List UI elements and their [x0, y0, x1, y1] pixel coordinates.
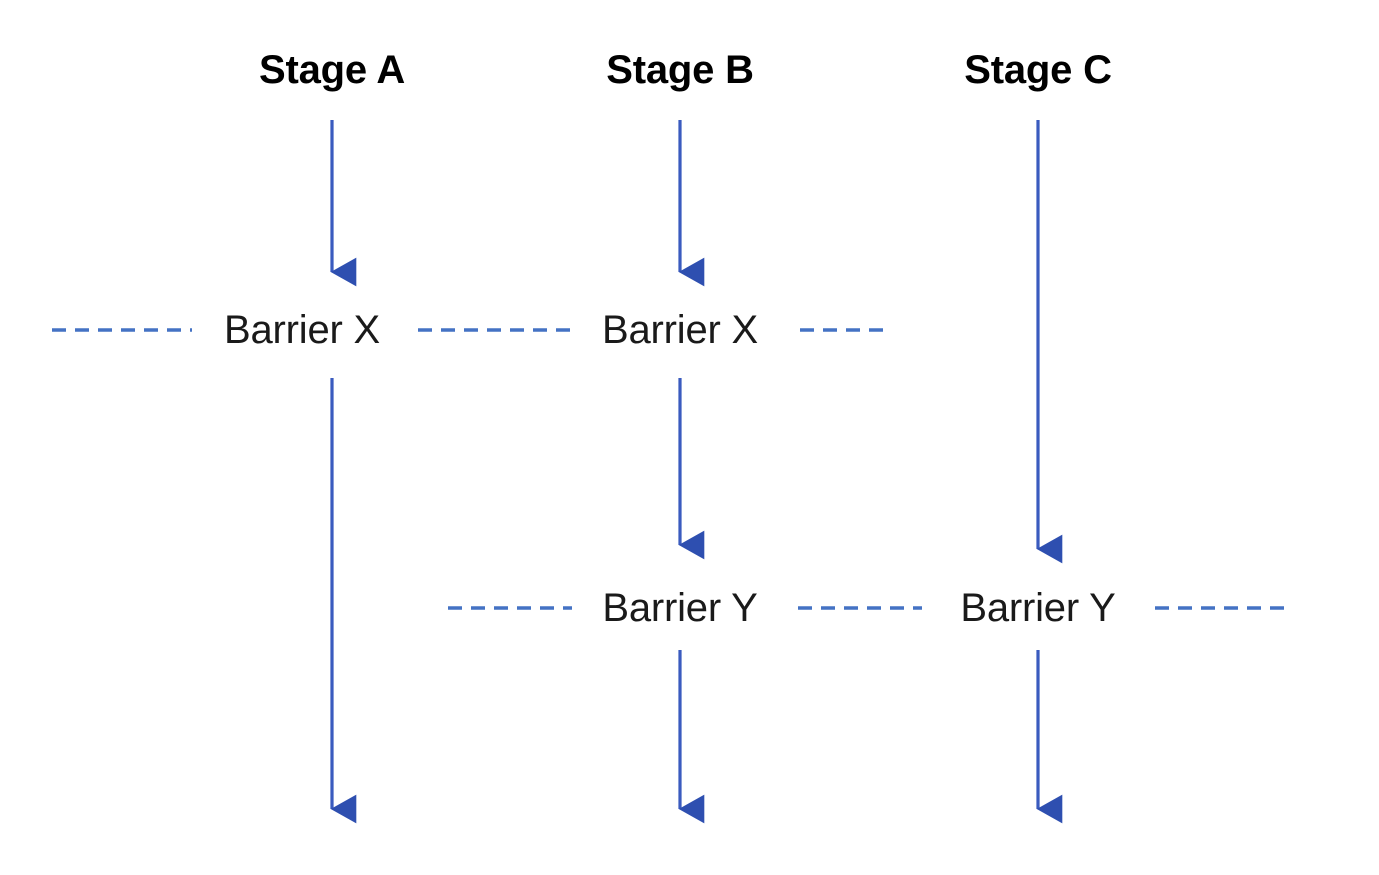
- stage-label-c: Stage C: [954, 50, 1122, 90]
- barrier-label-x-column-b: Barrier X: [591, 310, 769, 350]
- dashed-links-group: [52, 328, 1285, 610]
- barrier-label-x-column-a: Barrier X: [213, 310, 391, 350]
- arrows-group: [330, 120, 1063, 824]
- barrier-label-y-column-c: Barrier Y: [950, 588, 1126, 628]
- stage-label-a: Stage A: [248, 50, 416, 90]
- barrier-label-y-column-b: Barrier Y: [592, 588, 768, 628]
- stage-label-b: Stage B: [596, 50, 764, 90]
